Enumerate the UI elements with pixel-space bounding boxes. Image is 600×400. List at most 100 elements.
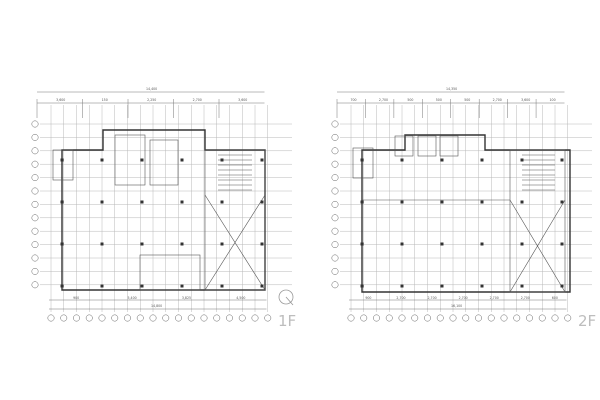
column (60, 158, 64, 162)
grid-bubble (424, 314, 431, 322)
dimension-segment-bottom: 2,700 (521, 296, 530, 300)
column (180, 284, 184, 288)
room-toilet (417, 135, 437, 157)
room-toilet (394, 135, 414, 157)
dimension-segment-bottom: 5,400 (128, 296, 137, 300)
dimension-segment-top: 500 (436, 98, 442, 102)
room-core (114, 134, 146, 186)
column (60, 284, 64, 288)
column (440, 200, 444, 204)
grid-bubble (331, 187, 339, 195)
grid-bubble (31, 214, 39, 222)
grid-bubble (385, 314, 393, 322)
grid-bubble (462, 314, 470, 322)
plan-label-2f: 2F (578, 312, 596, 330)
dimension-segment-top: 3,600 (56, 98, 65, 102)
grid-bubble (331, 267, 339, 275)
column (560, 158, 564, 162)
dimension-segment-top: 500 (407, 98, 413, 102)
column (560, 242, 564, 246)
column (400, 200, 404, 204)
column (480, 158, 484, 162)
column (260, 200, 264, 204)
column (360, 200, 364, 204)
column (220, 284, 224, 288)
dimension-segment-top: 700 (350, 98, 356, 102)
column (560, 200, 564, 204)
grid-bubble (331, 120, 339, 128)
grid-bubble (475, 314, 482, 322)
grid-bubble (360, 314, 368, 322)
column (180, 200, 184, 204)
column (140, 242, 144, 246)
dimension-segment-top: 2,700 (379, 98, 388, 102)
grid-bubble (331, 147, 339, 155)
grid-bubble (251, 314, 259, 322)
grid-bubble (149, 314, 157, 322)
column (560, 284, 564, 288)
grid-bubble (449, 314, 457, 322)
room-bottom (139, 254, 201, 291)
dimension-segment-top: 100 (550, 98, 556, 102)
column (220, 200, 224, 204)
grid-bubble (85, 314, 93, 322)
grid-bubble (31, 147, 39, 155)
column (360, 242, 364, 246)
grid-bubble (331, 254, 339, 262)
grid-bubble (331, 174, 339, 182)
grid-bubble (187, 314, 195, 322)
column (520, 242, 524, 246)
dimension-segment-bottom: 2,700 (459, 296, 468, 300)
grid-bubble (31, 187, 39, 195)
grid-bubble (347, 314, 355, 322)
grid-bubble (31, 254, 39, 262)
grid-bubble (331, 281, 339, 289)
room-toilet (439, 135, 459, 157)
column (360, 284, 364, 288)
dimension-segment-top: 2,700 (493, 98, 502, 102)
dimension-total-bottom: 16,100 (451, 304, 462, 308)
column (400, 158, 404, 162)
void-cross (509, 199, 566, 293)
grid-bubble (31, 160, 39, 168)
dimension-segment-bottom: 3,825 (182, 296, 191, 300)
dimension-segment-top: 500 (464, 98, 470, 102)
grid-bubble (213, 314, 221, 322)
grid-bubble (60, 314, 68, 322)
column (520, 158, 524, 162)
column (260, 158, 264, 162)
grid-bubble (436, 314, 444, 322)
dimension-total-bottom: 14,800 (151, 304, 162, 308)
column (100, 242, 104, 246)
grid-bubble (331, 227, 339, 235)
column (260, 242, 264, 246)
grid-bubble (47, 314, 55, 322)
dimension-segment-bottom: 2,700 (428, 296, 437, 300)
column (180, 158, 184, 162)
room-entrance (352, 147, 374, 179)
grid-bubble (200, 314, 208, 322)
column (140, 158, 144, 162)
column (440, 284, 444, 288)
dimension-segment-bottom: 2,700 (490, 296, 499, 300)
dimension-segment-top: 2,700 (193, 98, 202, 102)
grid-bubble (331, 200, 339, 208)
grid-bubble (564, 314, 572, 322)
grid-bubble (31, 241, 39, 249)
grid-bubble (331, 214, 339, 222)
north-arrow-icon (278, 289, 294, 306)
column (480, 242, 484, 246)
dimension-segment-bottom: 600 (552, 296, 558, 300)
grid-bubble (31, 267, 39, 275)
dimension-segment-bottom: 900 (365, 296, 371, 300)
void-cross (204, 194, 266, 291)
grid-bubble (31, 133, 39, 141)
dimension-segment-top: 2,250 (147, 98, 156, 102)
exterior-wall (61, 129, 266, 291)
dimension-segment-top: 3,600 (238, 98, 247, 102)
grid-bubble (551, 314, 559, 322)
grid-bubble (98, 314, 106, 322)
grid-bubble (31, 120, 39, 128)
